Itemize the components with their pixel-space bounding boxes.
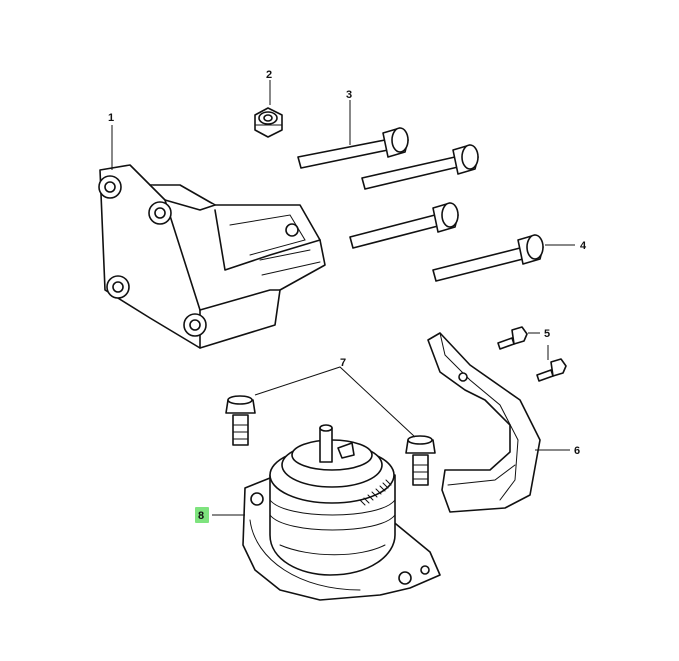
callout-5: 5 xyxy=(544,328,550,340)
small-bolt-part-5 xyxy=(497,326,567,382)
callout-1: 1 xyxy=(108,112,114,124)
engine-mount-part xyxy=(242,424,441,601)
bracket-part xyxy=(98,164,326,349)
bolt-part-3 xyxy=(297,127,479,249)
heat-shield-part xyxy=(427,332,541,513)
callout-6: 6 xyxy=(574,445,580,457)
bolt-part-4 xyxy=(432,234,544,282)
callout-4: 4 xyxy=(580,240,587,252)
callout-3: 3 xyxy=(346,89,352,101)
callout-8: 8 xyxy=(198,510,204,522)
nut-part xyxy=(254,107,283,138)
callout-2: 2 xyxy=(266,69,272,81)
mount-bolt-part-7 xyxy=(225,395,436,486)
callout-7: 7 xyxy=(340,357,346,369)
callout-8-highlight xyxy=(195,507,209,523)
